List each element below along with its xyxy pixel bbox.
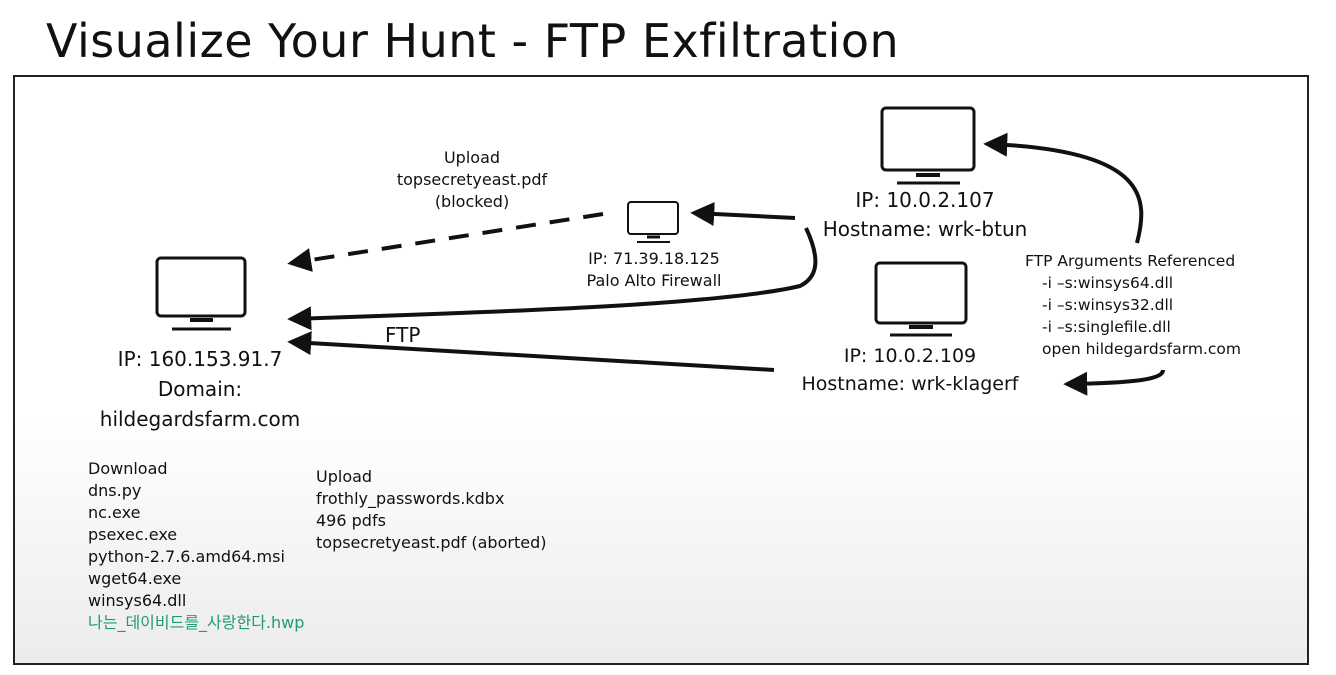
attacker-label: IP: 160.153.91.7 Domain: hildegardsfarm.…	[80, 344, 320, 434]
blocked-upload-arrow	[287, 212, 604, 272]
download-heading: Download	[88, 459, 168, 478]
upload-list: Upload frothly_passwords.kdbx 496 pdfs t…	[316, 466, 546, 554]
ftp-argument-item: -i –s:winsys64.dll	[1042, 274, 1174, 292]
download-list: Download dns.py nc.exe psexec.exe python…	[88, 458, 304, 634]
blocked-upload-label: Upload topsecretyeast.pdf (blocked)	[390, 147, 554, 213]
firewall-name: Palo Alto Firewall	[586, 271, 722, 290]
download-highlighted-item: 나는_데이비드를_사랑한다.hwp	[88, 613, 305, 632]
ftp-argument-item: -i –s:singlefile.dll	[1042, 318, 1171, 336]
page-title: Visualize Your Hunt - FTP Exfiltration	[46, 14, 900, 68]
attacker-computer-icon	[155, 256, 247, 331]
diagram-frame	[13, 75, 1309, 665]
download-item: nc.exe	[88, 503, 141, 522]
upload-item: 496 pdfs	[316, 511, 386, 530]
ftp-argument-item: -i –s:winsys32.dll	[1042, 296, 1174, 314]
upload-item: topsecretyeast.pdf (aborted)	[316, 533, 547, 552]
download-item: dns.py	[88, 481, 142, 500]
firewall-ip: IP: 71.39.18.125	[588, 249, 720, 268]
ftp-argument-item: open hildegardsfarm.com	[1042, 340, 1241, 358]
ftp-arguments-block: FTP Arguments Referenced -i –s:winsys64.…	[1025, 250, 1241, 360]
attacker-ip: IP: 160.153.91.7	[117, 347, 283, 371]
upload-heading: Upload	[316, 467, 373, 486]
btun-to-firewall-arrow	[690, 201, 796, 226]
firewall-label: IP: 71.39.18.125 Palo Alto Firewall	[574, 248, 734, 292]
attacker-domain-label: Domain:	[157, 377, 243, 401]
ftp-arrow	[287, 331, 775, 372]
upload-item: frothly_passwords.kdbx	[316, 489, 505, 508]
download-item: wget64.exe	[88, 569, 182, 588]
btun-ip: IP: 10.0.2.107	[855, 188, 995, 212]
download-item: winsys64.dll	[88, 591, 187, 610]
btun-to-attacker-arrow	[287, 227, 818, 331]
ftp-label: FTP	[385, 323, 421, 347]
blocked-upload-line: Upload	[443, 148, 501, 167]
ftp-args-to-klagerf-arrow	[1063, 369, 1165, 396]
attacker-domain: hildegardsfarm.com	[99, 407, 301, 431]
blocked-upload-line: topsecretyeast.pdf	[396, 170, 548, 189]
klagerf-label: IP: 10.0.2.109 Hostname: wrk-klagerf	[780, 342, 1040, 398]
btun-hostname: Hostname: wrk-btun	[822, 217, 1028, 241]
ftp-arguments-heading: FTP Arguments Referenced	[1025, 252, 1236, 270]
download-item: psexec.exe	[88, 525, 178, 544]
klagerf-ip: IP: 10.0.2.109	[843, 345, 977, 367]
btun-computer-icon	[880, 106, 976, 185]
download-item: python-2.7.6.amd64.msi	[88, 547, 285, 566]
btun-label: IP: 10.0.2.107 Hostname: wrk-btun	[800, 186, 1050, 244]
ftp-args-to-btun-arrow	[983, 132, 1144, 244]
klagerf-hostname: Hostname: wrk-klagerf	[801, 373, 1019, 395]
blocked-upload-line: (blocked)	[434, 192, 510, 211]
klagerf-computer-icon	[874, 261, 968, 337]
firewall-computer-icon	[627, 201, 679, 243]
